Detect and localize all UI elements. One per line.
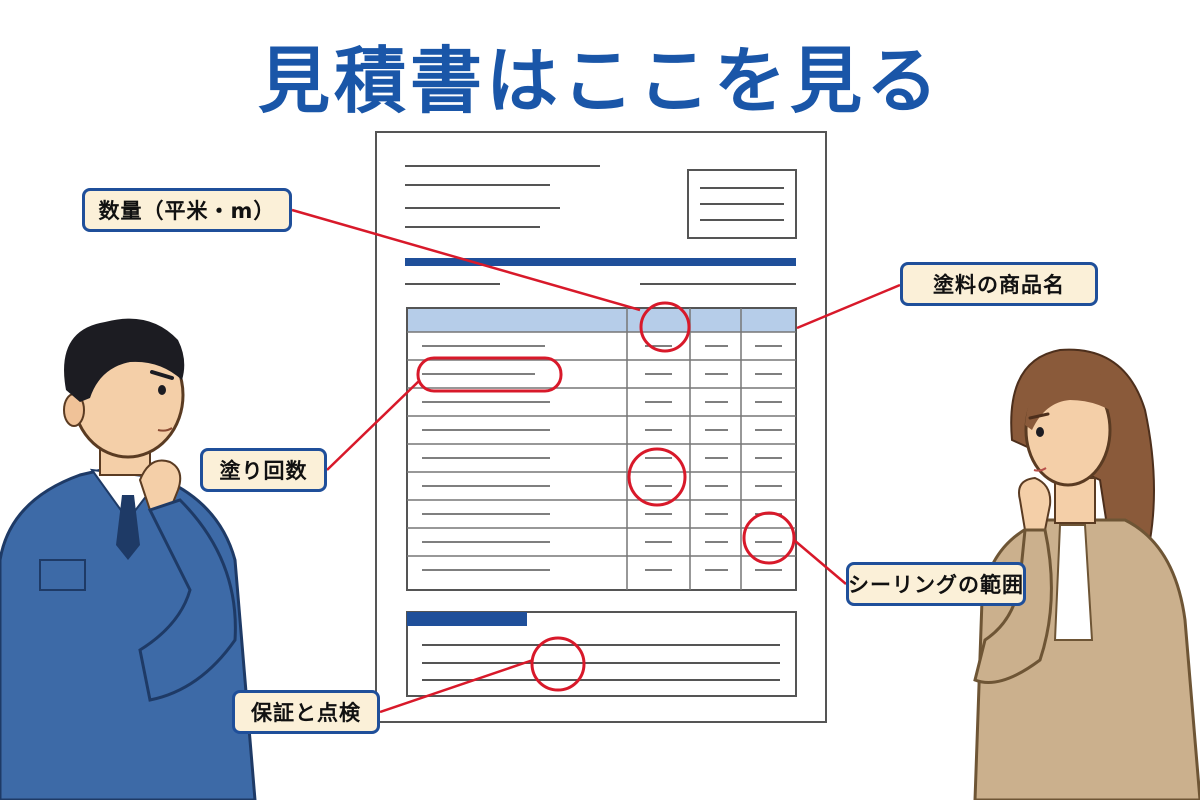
connector-coats: [326, 379, 421, 471]
document-header-lines: [405, 165, 600, 228]
document-info-box: [687, 169, 797, 239]
connector-sealing: [793, 539, 847, 585]
estimate-table: [406, 307, 797, 591]
callout-coats: 塗り回数: [200, 448, 327, 492]
highlight-circle-quantity: [639, 301, 691, 353]
callout-paint-product: 塗料の商品名: [900, 262, 1098, 306]
connector-paint-product: [796, 283, 901, 330]
highlight-circle-warranty: [530, 636, 586, 692]
highlight-circle-coats: [416, 356, 563, 393]
document-warranty-section: [406, 611, 797, 697]
table-item-lines: [422, 345, 550, 571]
page-title: 見積書はここを見る: [257, 39, 942, 123]
callout-quantity: 数量（平米・m）: [82, 188, 292, 232]
callout-warranty: 保証と点検: [232, 690, 380, 734]
connector-warranty: [379, 658, 534, 714]
callout-sealing: シーリングの範囲: [846, 562, 1026, 606]
highlight-circle-sealing: [742, 511, 796, 565]
connector-quantity: [291, 208, 641, 312]
highlight-circle-coats-value: [627, 447, 687, 507]
document-blue-band: [405, 258, 796, 266]
